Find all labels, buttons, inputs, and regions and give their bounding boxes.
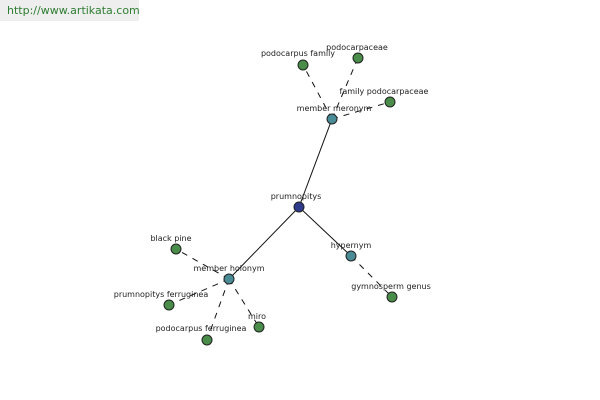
edge-root-hypernym (298, 206, 352, 257)
edge-hypernym-gymnosperm-genus (350, 255, 393, 298)
relation-node-member-holonym[interactable] (223, 273, 235, 285)
leaf-node-podocarpaceae-label[interactable]: podocarpaceae (326, 43, 388, 52)
edge-member-meronym-podocarpus-family (302, 64, 333, 120)
root-node-label[interactable]: prumnopitys (271, 192, 322, 201)
nodes (163, 52, 398, 346)
leaf-node-miro[interactable] (253, 321, 265, 333)
edge-member-holonym-black-pine (175, 248, 230, 280)
leaf-node-prumnopitys-ferruginea[interactable] (163, 299, 175, 311)
root-node[interactable] (293, 201, 305, 213)
edge-root-member-meronym (298, 118, 333, 208)
leaf-node-podocarpus-family-label[interactable]: podocarpus family (261, 49, 335, 58)
leaf-node-black-pine[interactable] (170, 243, 182, 255)
relation-node-hypernym[interactable] (345, 250, 357, 262)
leaf-node-podocarpus-family[interactable] (297, 59, 309, 71)
leaf-node-family-podocarpaceae[interactable] (384, 96, 396, 108)
leaf-node-black-pine-label[interactable]: black pine (150, 234, 191, 243)
leaf-node-miro-label[interactable]: miro (248, 312, 266, 321)
labels: prumnopitys member meronym hypernym member … (114, 43, 431, 333)
leaf-node-podocarpaceae[interactable] (352, 52, 364, 64)
relation-node-member-meronym-label[interactable]: member meronym (297, 104, 372, 113)
leaf-node-podocarpus-ferruginea[interactable] (201, 334, 213, 346)
edge-member-meronym-family-podocarpaceae (331, 101, 391, 120)
edges (168, 57, 393, 341)
source-url-label[interactable]: http://www.artikata.com (0, 0, 140, 21)
edge-root-member-holonym (228, 206, 300, 280)
edge-member-holonym-miro (228, 278, 260, 328)
relation-node-member-meronym[interactable] (326, 113, 338, 125)
leaf-node-podocarpus-ferruginea-label[interactable]: podocarpus ferruginea (156, 324, 247, 333)
leaf-node-family-podocarpaceae-label[interactable]: family podocarpaceae (340, 87, 429, 96)
relation-node-hypernym-label[interactable]: hypernym (331, 241, 372, 250)
leaf-node-prumnopitys-ferruginea-label[interactable]: prumnopitys ferruginea (114, 290, 209, 299)
leaf-node-gymnosperm-genus-label[interactable]: gymnosperm genus (351, 282, 431, 291)
relation-node-member-holonym-label[interactable]: member holonym (193, 264, 264, 273)
leaf-node-gymnosperm-genus[interactable] (386, 291, 398, 303)
